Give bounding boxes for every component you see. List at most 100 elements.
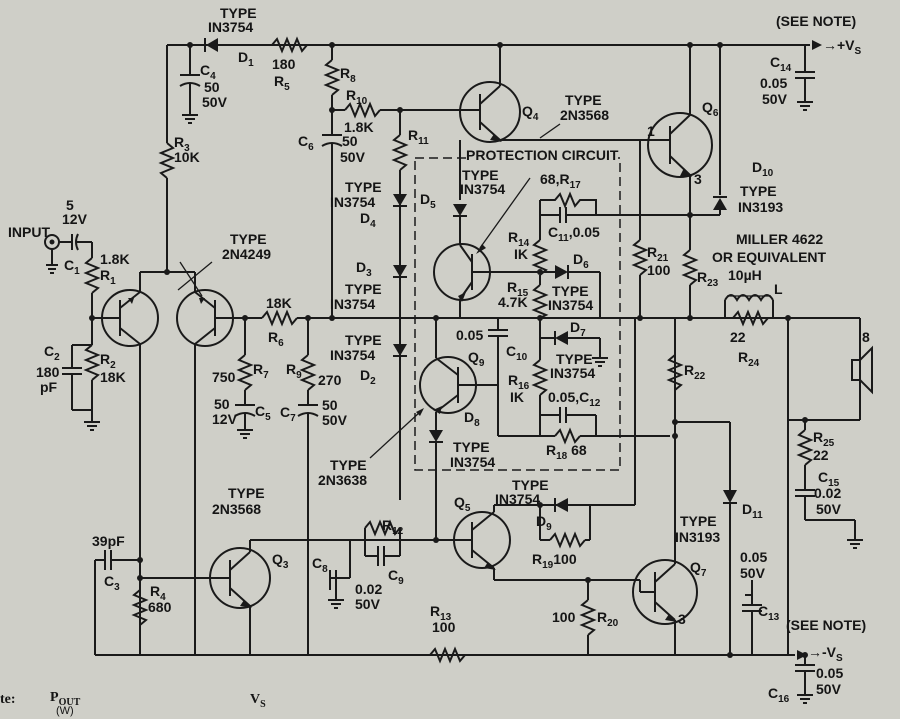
r6-value: 18K — [266, 295, 292, 311]
q3-part: 2N3568 — [212, 501, 262, 517]
c14-label: C14 — [770, 54, 792, 74]
d8-type: TYPE — [453, 439, 490, 455]
q12-part: 2N4249 — [222, 246, 272, 262]
r5-resistor — [271, 36, 308, 54]
r6-label: R6 — [268, 329, 284, 349]
r3-label: R3 — [174, 134, 190, 154]
q7-transistor — [632, 559, 698, 625]
d5-diode — [453, 204, 467, 216]
q3-label: Q3 — [272, 551, 289, 571]
d9-part: IN3754 — [495, 491, 541, 507]
vs-footer-label: VS — [250, 692, 266, 710]
c16-label: C16 — [768, 685, 790, 705]
r5-value: 180 — [272, 56, 296, 72]
q9-type: TYPE — [330, 457, 367, 473]
q4-type: TYPE — [565, 92, 602, 108]
r22-label: R22 — [684, 362, 706, 382]
r24-resistor — [732, 309, 769, 327]
d5-part: IN3754 — [460, 181, 506, 197]
c5-value1: 50 — [214, 396, 230, 412]
c16-value1: 0.05 — [816, 665, 844, 681]
d2-top-part: IN3754 — [330, 296, 376, 312]
r5-label: R5 — [274, 73, 290, 93]
q12-type: TYPE — [230, 231, 267, 247]
c8-label: C8 — [312, 555, 328, 575]
c9-value2: 50V — [355, 596, 380, 612]
protection-circuit-title: PROTECTION CIRCUIT — [466, 147, 619, 163]
inductor-line1: MILLER 4622 — [736, 231, 824, 247]
c11-label: C11,0.05 — [548, 224, 600, 244]
q4-part: 2N3568 — [560, 107, 610, 123]
c4-label: C4 — [200, 62, 216, 82]
r6-resistor — [261, 309, 298, 327]
d10-label: D10 — [752, 159, 774, 179]
r14-label: R14 — [508, 229, 530, 249]
q6-transistor — [647, 112, 713, 178]
r4-resistor — [131, 589, 149, 626]
r18-label: R18 68 — [546, 442, 587, 462]
d1-label: D1 — [238, 49, 254, 69]
c14-value1: 0.05 — [760, 75, 788, 91]
d8-label: D8 — [464, 409, 480, 429]
r9-label: R9 — [286, 361, 302, 381]
c1-value-v: 12V — [62, 211, 87, 227]
r20-value: 100 — [552, 609, 576, 625]
c7-label: C7 — [280, 404, 296, 424]
r19-label: R19100 — [532, 551, 577, 571]
c5-value2: 12V — [212, 411, 237, 427]
d11-type: TYPE — [680, 513, 717, 529]
r15-resistor — [531, 284, 549, 319]
q1-transistor — [101, 289, 159, 347]
c10-value: 0.05 — [456, 327, 484, 343]
c5-label: C5 — [255, 403, 271, 423]
vs-plus-label: →+VS — [823, 37, 862, 57]
r23-resistor — [681, 249, 699, 286]
r23-label: R23 — [697, 269, 719, 289]
r10-label: R10 — [346, 87, 368, 107]
r7-label: R7 — [253, 361, 269, 381]
q9-label: Q9 — [468, 349, 485, 369]
d1-diode — [206, 38, 218, 52]
d4-diode — [393, 194, 407, 206]
r3-resistor — [158, 142, 176, 179]
d8-part: IN3754 — [450, 454, 496, 470]
c6-value2: 50V — [340, 149, 365, 165]
d10-part: IN3193 — [738, 199, 784, 215]
r2-label: R2 — [100, 351, 116, 371]
q6-pin1: 1 — [647, 123, 655, 139]
r19-resistor — [549, 531, 586, 549]
c1-label: C1 — [64, 257, 80, 277]
r12-resistor — [364, 519, 401, 537]
d2-label: D2 — [360, 367, 376, 387]
c4-value1: 50 — [204, 79, 220, 95]
vs-minus-label: →-VS — [808, 644, 843, 664]
r4-value: 680 — [148, 599, 172, 615]
c9-value1: 0.02 — [355, 581, 383, 597]
r1-label: R1 — [100, 267, 116, 287]
d6-type: TYPE — [552, 283, 589, 299]
c9-label: C9 — [388, 567, 404, 587]
d1-part: IN3754 — [208, 19, 254, 35]
r16-resistor — [531, 359, 549, 396]
q3-type: TYPE — [228, 485, 265, 501]
d7-label: D7 — [570, 319, 586, 339]
r10-value: 1.8K — [344, 119, 374, 135]
d5-label: D5 — [420, 191, 436, 211]
c15-value2: 50V — [816, 501, 841, 517]
r20-label: R20 — [597, 609, 619, 629]
c13-label: C13 — [758, 603, 780, 623]
c15-label: C15 — [818, 469, 840, 489]
see-note-bottom: (SEE NOTE) — [786, 617, 867, 633]
r1-value: 1.8K — [100, 251, 130, 267]
r21-resistor — [631, 239, 649, 276]
d2-top-type: TYPE — [345, 281, 382, 297]
r22-resistor — [666, 354, 684, 391]
r13-label: R13 — [430, 603, 452, 623]
r7-resistor — [236, 354, 254, 391]
r25-value: 22 — [813, 447, 829, 463]
c15-value1: 0.02 — [814, 485, 842, 501]
r17-value: 68,R17 — [540, 171, 581, 191]
r14-resistor — [531, 239, 549, 276]
c7-value2: 50V — [322, 412, 347, 428]
c1-value-uf: 5 — [66, 197, 74, 213]
